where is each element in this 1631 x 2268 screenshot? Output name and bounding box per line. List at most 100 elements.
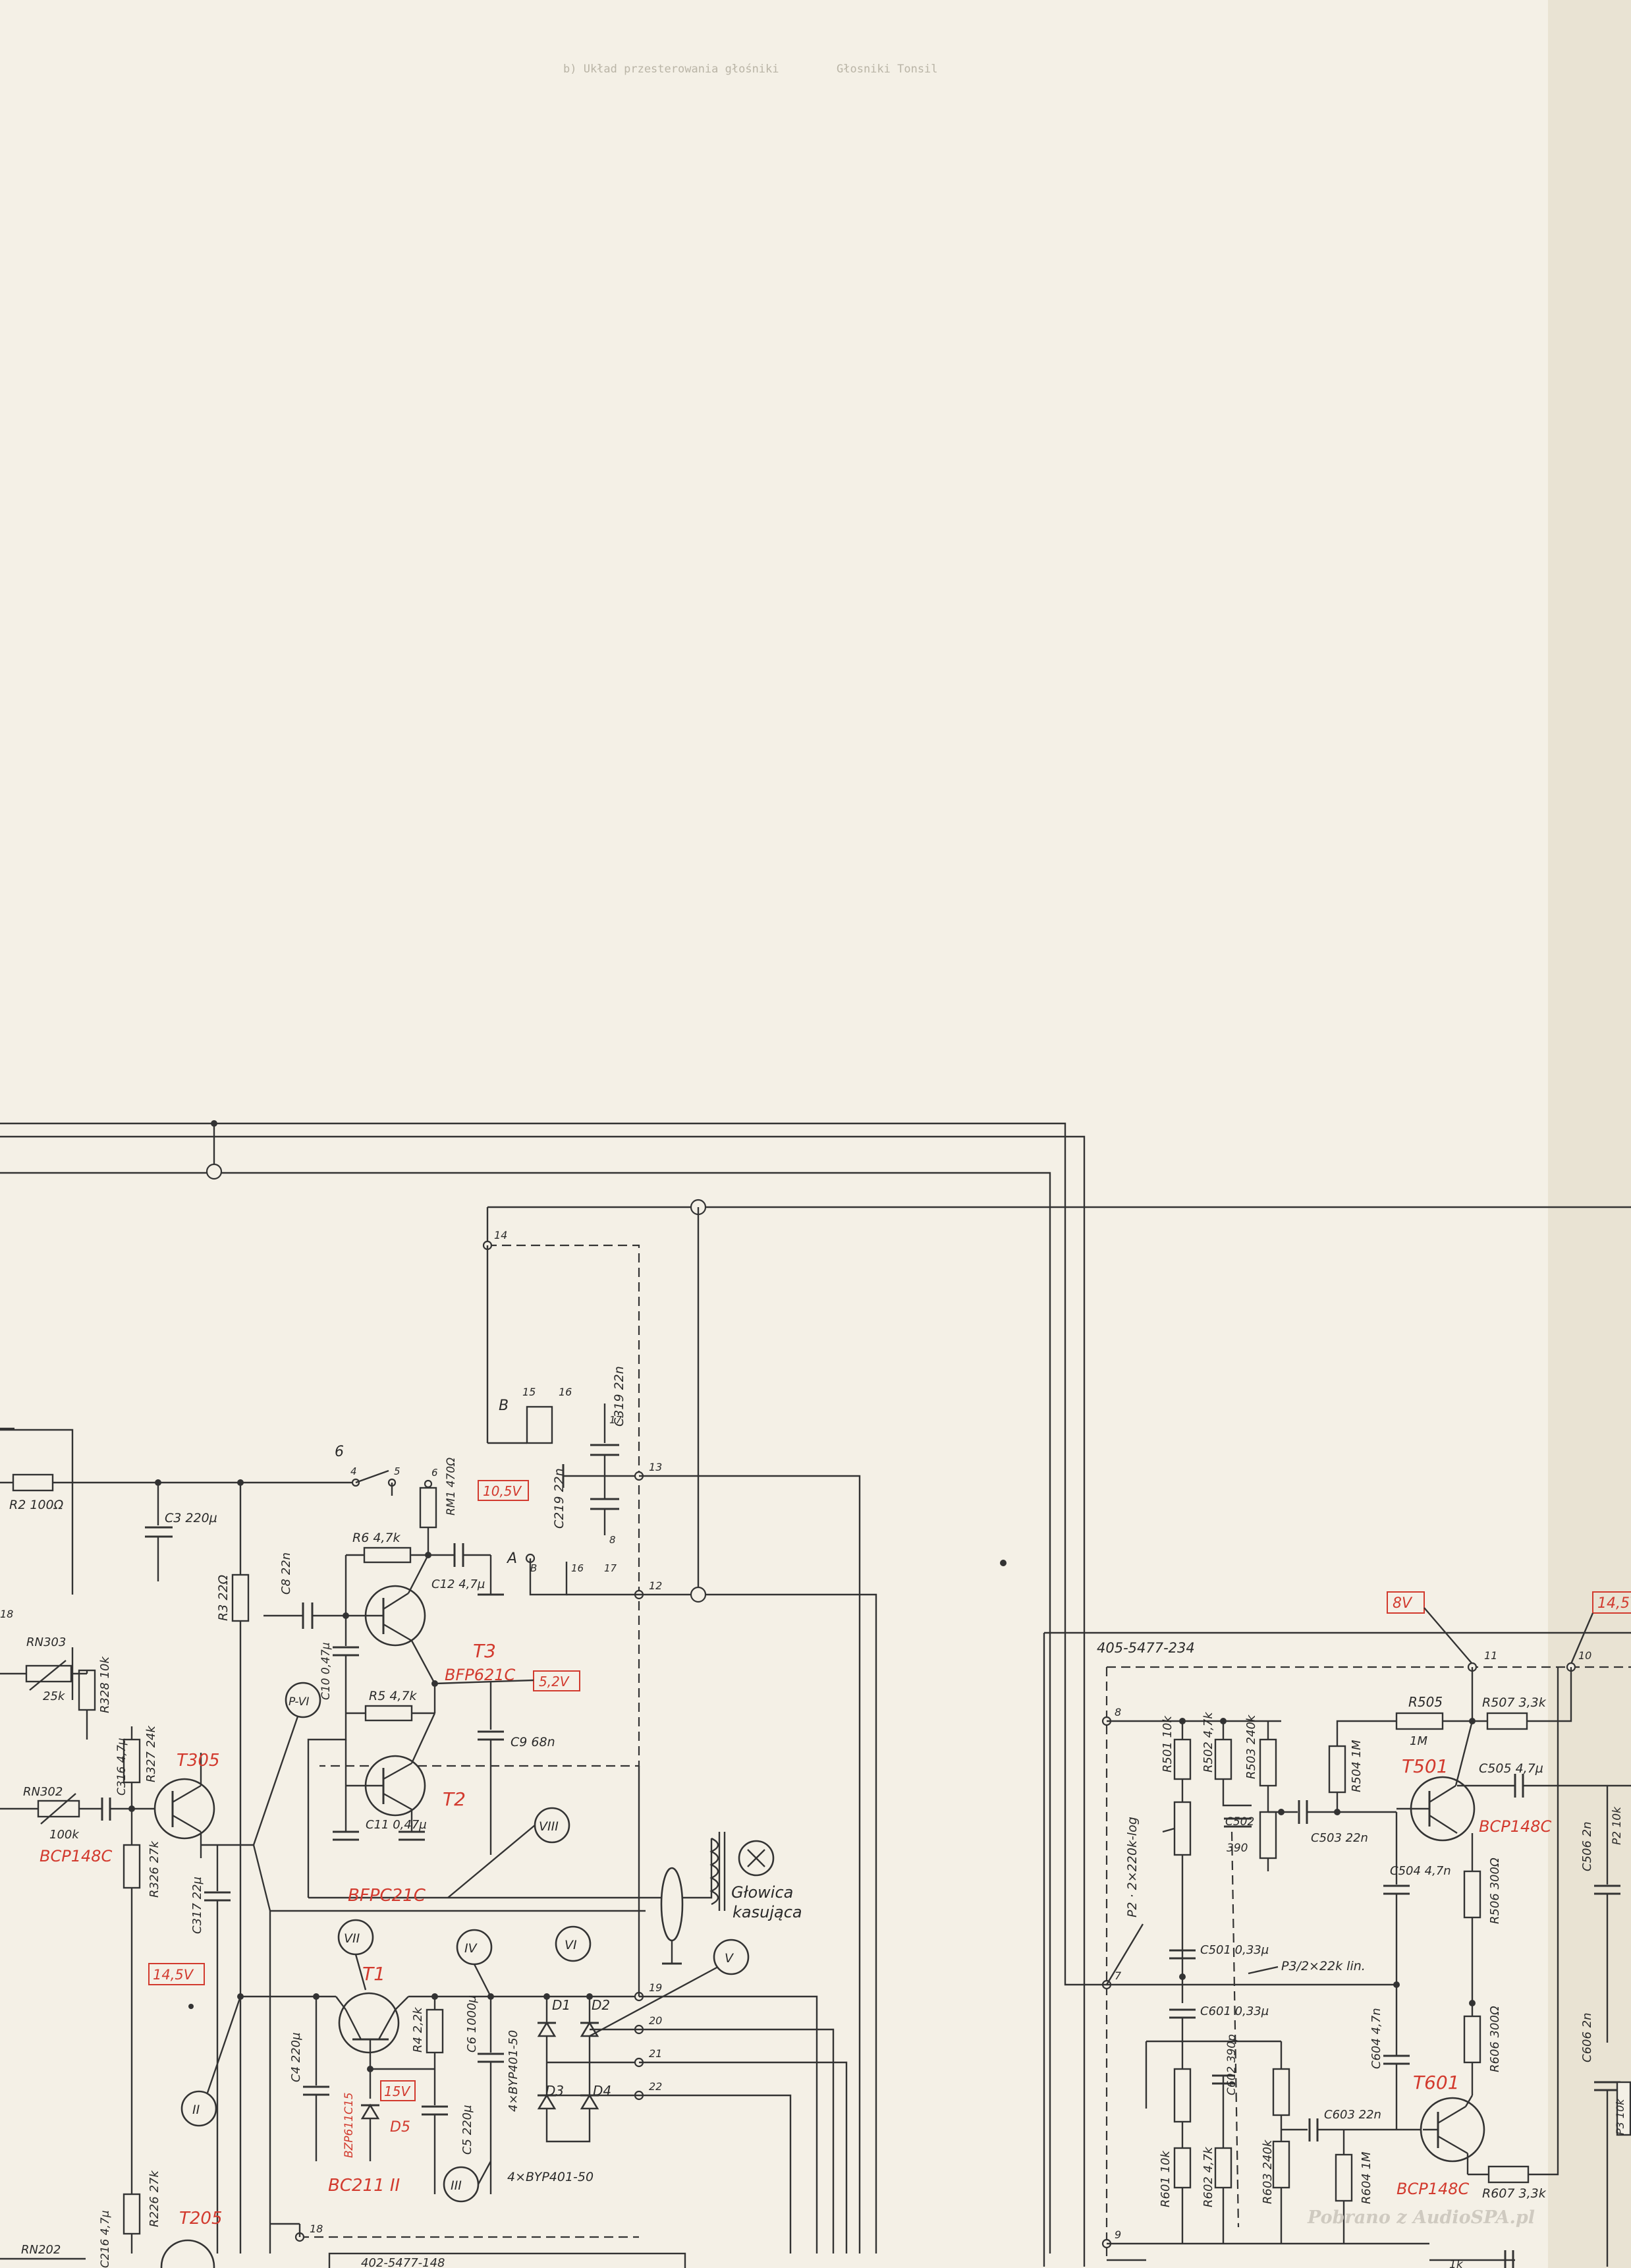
d2-label: D2 xyxy=(592,1997,610,2013)
node-label: 22 xyxy=(649,2080,662,2093)
node-label: 4 xyxy=(350,1465,357,1477)
rn302-label: RN302 xyxy=(23,1785,63,1799)
test-point-vii: VII xyxy=(344,1931,360,1946)
r603-label: R603 240k xyxy=(1261,2139,1275,2204)
c316-label: C316 4,7µ xyxy=(115,1738,128,1796)
rn202-label: RN202 xyxy=(21,2243,61,2257)
test-point-iv: IV xyxy=(464,1941,478,1956)
r-1k-label: 1k xyxy=(1449,2258,1464,2268)
stray-dot xyxy=(1000,1560,1007,1566)
board-label: 405-5477-234 xyxy=(1097,1640,1195,1656)
c317-label: C317 22µ xyxy=(190,1877,204,1934)
c606-label: C606 2n xyxy=(1580,2012,1594,2062)
power-supply: VII T1 C4 220µ 15V D5 BZP611C15 BC211 II xyxy=(237,1766,848,2254)
left-section: R2 100Ω C3 220µ R3 22Ω 6 4 5 xyxy=(0,1427,401,2254)
rn303-label: RN303 xyxy=(26,1635,66,1649)
voltage-box-10-5v xyxy=(478,1480,529,1501)
r606-label: R606 300Ω xyxy=(1488,2006,1502,2072)
c6-label: C6 1000µ xyxy=(465,1995,479,2053)
r327-label: R327 24k xyxy=(144,1725,158,1782)
c8-label: C8 22n xyxy=(279,1552,293,1595)
node-label: 14 xyxy=(494,1229,507,1241)
c504-label: C504 4,7n xyxy=(1390,1864,1451,1878)
r501-label: R501 10k xyxy=(1161,1715,1175,1772)
c502-val: 390 xyxy=(1227,1842,1248,1855)
node-label: 5 xyxy=(394,1465,401,1477)
p2-10k-label: P2 10k xyxy=(1611,1806,1624,1845)
node-label: 16 xyxy=(559,1386,572,1398)
c602-label: C602 390p xyxy=(1225,2034,1238,2095)
t1-label: T1 xyxy=(362,1963,385,1985)
c4-label: C4 220µ xyxy=(289,2032,303,2082)
r226-label: R226 27k xyxy=(148,2170,161,2227)
r506-label: R506 300Ω xyxy=(1488,1857,1502,1924)
test-point-iii: III xyxy=(451,2178,462,2193)
tone-control-board: 405-5477-234 8V 14,5V 11 10 8 7 9 R501 1… xyxy=(1043,1591,1631,2268)
rn303-val: 25k xyxy=(43,1689,66,1703)
bfpc21c-label: BFPC21C xyxy=(348,1886,426,1906)
test-point-ii: II xyxy=(192,2103,200,2117)
c601-label: C601 0,33µ xyxy=(1200,2004,1269,2018)
c603-label: C603 22n xyxy=(1324,2108,1381,2122)
erase-head: Głowica kasująca xyxy=(646,1832,802,1965)
test-point-viii: VIII xyxy=(539,1819,559,1834)
r602-label: R602 4,7k xyxy=(1202,2146,1215,2207)
voltage-14-5v: 14,5V xyxy=(153,1967,194,1983)
t3-label: T3 xyxy=(473,1640,496,1662)
diodes-label-2: 4×BYP401-50 xyxy=(507,2170,594,2184)
r505-val: 1M xyxy=(1410,1734,1427,1748)
zener-type: BZP611C15 xyxy=(343,2092,356,2158)
node-label: 9 xyxy=(1115,2228,1121,2241)
t205-stage: 18 R226 27k C216 4,7µ T205 RN202 402-547… xyxy=(0,2170,686,2268)
node-label: 13 xyxy=(649,1461,662,1473)
voltage-box-14-5v-right xyxy=(1592,1591,1631,1614)
node-label: 8 xyxy=(1115,1706,1121,1718)
t501-label: T501 xyxy=(1402,1755,1449,1777)
node-label: 21 xyxy=(649,2047,662,2060)
d5-label: D5 xyxy=(390,2119,410,2136)
rn302-val: 100k xyxy=(49,1828,80,1842)
c506-label: C506 2n xyxy=(1580,1821,1594,1871)
c604-label: C604 4,7n xyxy=(1369,2008,1383,2069)
r5-label: R5 4,7k xyxy=(369,1689,418,1703)
oscillator-transistors: 6 RM1 470Ω 10,5V R6 4,7k C12 4,7µ T3 BFP… xyxy=(263,1458,646,1912)
r4-label: R4 2,2k xyxy=(411,2006,425,2053)
c10-label: C10 0,47µ xyxy=(319,1642,333,1700)
d4-label: D4 xyxy=(593,2083,611,2099)
r504-label: R504 1M xyxy=(1350,1740,1364,1792)
diodes-label-1: 4×BYP401-50 xyxy=(507,2030,520,2112)
voltage-8v: 8V xyxy=(1393,1595,1413,1612)
c505-label: C505 4,7µ xyxy=(1479,1761,1543,1776)
node-label: 18 xyxy=(0,1608,13,1620)
d1-label: D1 xyxy=(552,1997,570,2013)
c501-label: C501 0,33µ xyxy=(1200,1943,1269,1957)
voltage-box-8v xyxy=(1387,1591,1425,1614)
test-point-p-vi: P-VI xyxy=(289,1695,309,1709)
t601-type: BCP148C xyxy=(1396,2180,1470,2198)
c11-label: C11 0,47µ xyxy=(366,1818,427,1832)
node-label: 8 xyxy=(609,1534,616,1546)
voltage-box-15v xyxy=(380,2080,416,2101)
t501-type: BCP148C xyxy=(1479,1817,1552,1836)
node-label: 19 xyxy=(649,1981,662,1994)
r2-label: R2 100Ω xyxy=(9,1498,64,1512)
head-label-2: kasująca xyxy=(733,1903,802,1921)
r326-label: R326 27k xyxy=(148,1840,161,1898)
test-point-vi: VI xyxy=(565,1938,577,1952)
t305-type: BCP148C xyxy=(40,1847,113,1865)
t601-label: T601 xyxy=(1413,2072,1460,2093)
c219-label: C219 22n xyxy=(552,1468,567,1529)
node-label: B xyxy=(530,1562,537,1574)
faded-header-text: b) Układ przesterowania głośniki xyxy=(563,63,779,76)
r503-label: R503 240k xyxy=(1244,1714,1258,1779)
rm1-label: RM1 470Ω xyxy=(445,1458,458,1516)
r505-label: R505 xyxy=(1408,1694,1443,1710)
watermark: Pobrano z AudioSPA.pl xyxy=(1308,2207,1535,2228)
r3-label: R3 22Ω xyxy=(216,1574,231,1621)
r328-label: R328 10k xyxy=(98,1656,112,1713)
c5-label: C5 220µ xyxy=(460,2105,474,2155)
node-label: 7 xyxy=(1115,1970,1122,1982)
t1-type: BC211 II xyxy=(328,2176,400,2196)
